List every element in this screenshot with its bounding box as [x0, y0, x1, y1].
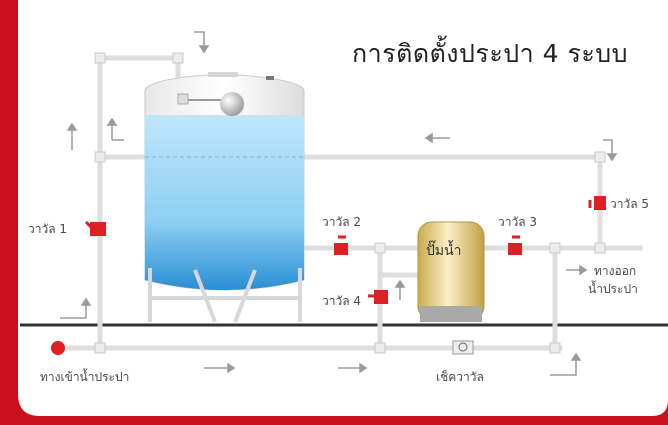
- valve-1-label: วาวัล 1: [28, 222, 68, 236]
- diagram-title: การติดตั้งประปา 4 ระบบ: [352, 39, 629, 68]
- outlet-label-1: ทางออก: [594, 264, 637, 278]
- tank-water: [145, 115, 304, 290]
- float-ball: [220, 92, 244, 116]
- valves: [84, 196, 606, 304]
- valve-2-label: วาวัล 2: [322, 215, 362, 229]
- water-tank: [144, 72, 305, 323]
- valve-5-label: วาวัล 5: [610, 197, 650, 211]
- pump-label: ปั๊มน้ำ: [426, 243, 462, 259]
- pipe-joints: [94, 52, 606, 354]
- check-valve-label: เช็ควาวัล: [436, 370, 484, 384]
- valve-3-label: วาวัล 3: [498, 215, 538, 229]
- pressure-tank: [417, 221, 485, 322]
- check-valve: [452, 340, 474, 355]
- flow-arrows: [60, 31, 618, 376]
- inlet-dot: [51, 341, 65, 355]
- outlet-label-2: น้ำประปา: [588, 282, 638, 296]
- valve-4-label: วาวัล 4: [322, 294, 362, 308]
- inlet-label: ทางเข้าน้ำประปา: [40, 370, 130, 384]
